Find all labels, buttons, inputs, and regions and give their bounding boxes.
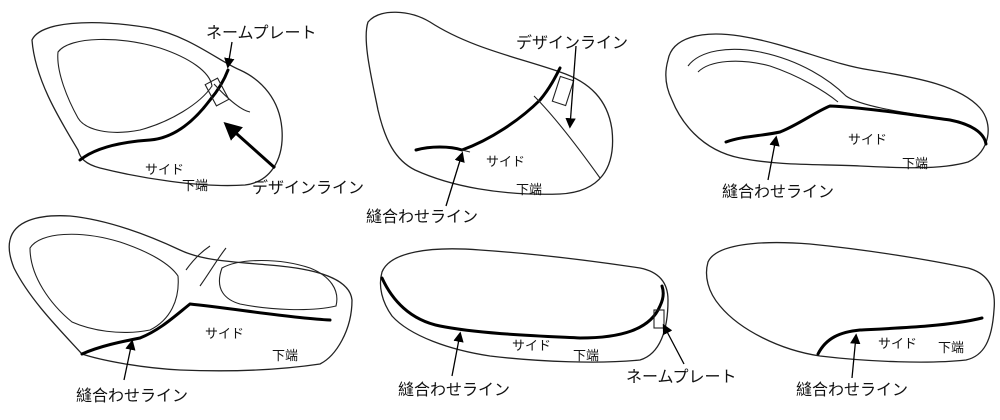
seat-diagram-3: 縫合わせライン サイド 下端: [665, 33, 989, 201]
label-seam-line-5: 縫合わせライン: [398, 380, 510, 399]
arrow-design-line-2: [565, 45, 577, 129]
seat-4-outline: [8, 215, 353, 372]
arrow-design-line-1: [223, 122, 276, 170]
label-seam-line-6: 縫合わせライン: [796, 380, 908, 399]
arrow-seam-line-6: [850, 333, 861, 379]
label-seam-line-3: 縫合わせライン: [722, 182, 834, 201]
label-bottom-4: 下端: [272, 349, 298, 364]
seat-5-outline: [379, 248, 669, 363]
label-side-2: サイド: [486, 155, 525, 170]
seat-diagram-1: ネームプレート デザインライン サイド 下端: [31, 22, 364, 197]
seat-2-seam-line: [414, 66, 562, 152]
seat-3-outline: [665, 33, 989, 169]
label-seam-line-2: 縫合わせライン: [366, 207, 478, 226]
seat-5-name-plate: [653, 309, 665, 329]
seat-3-cushion-inner: [697, 60, 839, 103]
seat-diagram-5: 縫合わせライン ネームプレート サイド 下端: [379, 248, 737, 399]
label-bottom-3: 下端: [902, 157, 928, 172]
label-bottom-5: 下端: [573, 349, 599, 364]
label-design-line-1: デザインライン: [252, 178, 364, 197]
seat-1-name-plate: [204, 77, 230, 107]
seat-4-rear-pad: [218, 259, 338, 311]
seat-5-seam-line: [380, 276, 665, 340]
arrow-seam-line-5: [451, 331, 464, 377]
seat-2-design-line: [533, 95, 601, 179]
seat-1-design-curve: [213, 83, 251, 113]
label-bottom-2: 下端: [516, 183, 542, 198]
arrow-name-plate-5: [662, 323, 685, 365]
label-side-4: サイド: [205, 327, 244, 342]
arrow-name-plate-1: [224, 41, 235, 69]
label-bottom-6: 下端: [938, 341, 964, 356]
seat-2-seam-tail: [461, 149, 471, 153]
seat-1-cushion: [57, 38, 213, 133]
seat-diagram-6: 縫合わせライン サイド 下端: [705, 241, 996, 399]
seat-6-outline: [705, 241, 996, 363]
label-side-1: サイド: [145, 163, 184, 178]
seat-6-seam-line: [816, 316, 984, 356]
arrow-seam-line-4: [123, 339, 136, 381]
label-seam-line-4: 縫合わせライン: [76, 386, 188, 405]
label-side-5: サイド: [512, 339, 551, 354]
label-side-3: サイド: [848, 133, 887, 148]
seat-4-cushion: [29, 233, 179, 333]
arrow-seam-line-3: [767, 135, 780, 181]
seat-diagram-4: 縫合わせライン サイド 下端: [8, 215, 353, 405]
seat-diagram-2: デザインライン 縫合わせライン サイド 下端: [365, 11, 628, 226]
label-bottom-1: 下端: [182, 179, 208, 194]
label-side-6: サイド: [878, 337, 917, 352]
seat-3-seam-line: [724, 104, 988, 146]
seat-3-cushion: [687, 48, 941, 119]
seat-4-bolster: [185, 245, 227, 287]
label-design-line-2: デザインライン: [516, 33, 628, 52]
arrow-seam-line-2: [445, 151, 465, 207]
label-name-plate-1: ネームプレート: [206, 23, 317, 42]
seat-4-seam-line: [80, 302, 332, 356]
seat-2-name-plate: [551, 75, 575, 107]
label-name-plate-5: ネームプレート: [626, 367, 737, 386]
